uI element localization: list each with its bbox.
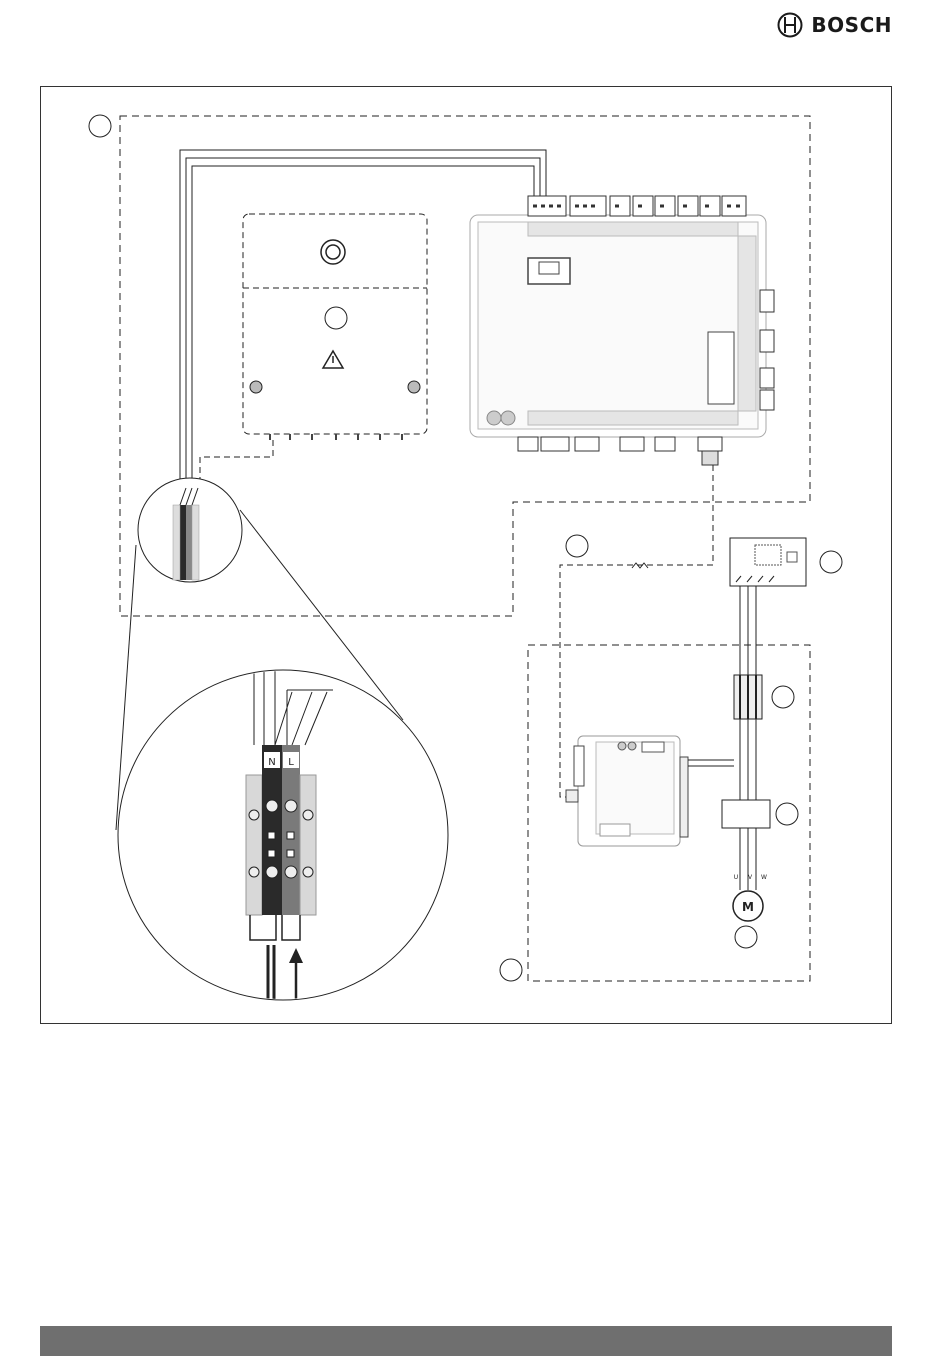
phase-wires — [740, 586, 756, 890]
screw-icon — [250, 381, 262, 393]
phase-label-v: V — [748, 874, 753, 881]
rotary-switch-icon — [321, 240, 345, 264]
terminal-strip-small — [138, 478, 242, 582]
controller-board — [470, 196, 774, 465]
phase-label-u: U — [734, 874, 738, 881]
external-sensor-module — [730, 538, 806, 586]
external-control-board — [566, 736, 688, 846]
fuse-terminal-block — [734, 675, 762, 719]
control-link-wires — [688, 760, 734, 766]
phase-label-w: W — [761, 874, 767, 881]
terminal-label-l: L — [288, 757, 294, 768]
contactor-box — [722, 800, 770, 828]
footer-bar — [40, 1326, 892, 1356]
terminal-zoom-detail: N L — [118, 670, 448, 1000]
screw-icon — [408, 381, 420, 393]
motor: M U V W — [733, 874, 767, 921]
motor-label: M — [742, 900, 754, 914]
power-module — [200, 214, 427, 505]
warning-icon — [323, 351, 343, 368]
terminal-label-n: N — [268, 757, 275, 768]
